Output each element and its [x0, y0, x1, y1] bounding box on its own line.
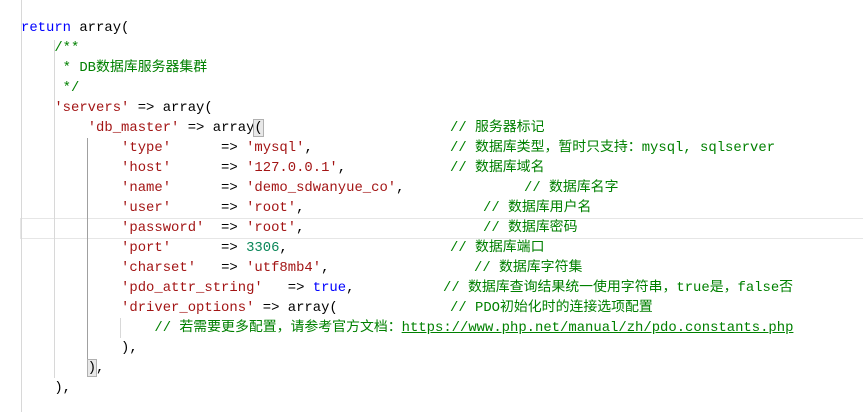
code-line[interactable]: */ [21, 78, 80, 98]
code-line[interactable]: // 若需要更多配置，请参考官方文档：https://www.php.net/m… [21, 318, 793, 338]
code-token: /** [21, 40, 80, 56]
inline-comment: // 数据库名字 [524, 180, 619, 196]
code-token: => [262, 280, 313, 296]
indent-guide [21, 0, 22, 412]
code-token: ), [21, 380, 72, 396]
code-token [21, 140, 121, 156]
code-token: 'mysql' [246, 140, 305, 156]
code-token: 'root' [246, 220, 297, 236]
code-token [21, 100, 54, 116]
code-token: , [321, 260, 330, 276]
current-line-highlight [20, 218, 863, 239]
code-token [21, 200, 121, 216]
code-token [21, 160, 121, 176]
code-token: , [304, 140, 313, 156]
code-token: 3306 [246, 240, 280, 256]
code-token: => [171, 140, 247, 156]
inline-comment: // 数据库域名 [450, 160, 545, 176]
inline-comment: // 数据库类型，暂时只支持：mysql, sqlserver [450, 140, 776, 156]
code-token: // 若需要更多配置，请参考官方文档： [21, 320, 402, 336]
code-token: => array( [129, 100, 213, 116]
code-line[interactable]: * DB数据库服务器集群 [21, 58, 207, 78]
code-token: ( [253, 119, 264, 137]
code-token: , [346, 280, 355, 296]
code-line[interactable]: 'db_master' => array( [21, 118, 264, 138]
code-token: , [96, 360, 105, 376]
code-token: => [171, 240, 247, 256]
code-token: => [171, 160, 247, 176]
code-token: 'host' [121, 160, 172, 176]
code-token: 'charset' [121, 260, 197, 276]
code-token: => array( [254, 300, 338, 316]
inline-comment: // 数据库用户名 [483, 200, 592, 216]
code-token: 'db_master' [87, 120, 180, 136]
code-token: , [296, 200, 305, 216]
code-token: , [396, 180, 405, 196]
code-token: true [312, 280, 347, 296]
indent-guide [120, 318, 121, 338]
code-token: => [171, 180, 247, 196]
inline-comment: // 数据库字符集 [474, 260, 583, 276]
code-token: => [196, 260, 247, 276]
code-line[interactable]: 'type' => 'mysql', [21, 138, 313, 158]
code-token [21, 120, 88, 136]
code-token: * DB数据库服务器集群 [21, 60, 208, 76]
code-token: , [337, 160, 347, 176]
code-token: , [296, 220, 305, 236]
code-token: 'pdo_attr_string' [121, 280, 263, 296]
code-line[interactable]: 'user' => 'root', [21, 198, 304, 218]
code-line[interactable]: 'host' => '127.0.0.1', [21, 158, 346, 178]
inline-comment: // 服务器标记 [450, 120, 545, 136]
code-token [21, 180, 121, 196]
code-token: ), [21, 340, 138, 356]
code-token: ) [86, 359, 98, 377]
code-token: 'demo_sdwanyue_co' [246, 180, 397, 196]
code-token: 'root' [246, 200, 297, 216]
code-token: 'utf8mb4' [246, 260, 322, 276]
code-line[interactable]: ), [21, 338, 138, 358]
indent-guide [54, 40, 55, 378]
code-token: 'port' [121, 240, 172, 256]
code-token: 'servers' [54, 100, 130, 116]
code-token [21, 360, 88, 376]
code-token: return [21, 20, 72, 36]
inline-comment: // PDO初始化时的连接选项配置 [450, 300, 653, 316]
inline-comment: // 数据库密码 [483, 220, 578, 236]
code-token: */ [21, 80, 80, 96]
code-token: 'password' [121, 220, 205, 236]
indent-guide [87, 138, 88, 360]
code-line[interactable]: 'port' => 3306, [21, 238, 288, 258]
code-token: => [204, 220, 247, 236]
code-line[interactable]: return array( [21, 18, 129, 38]
code-token: => [171, 200, 247, 216]
code-token [21, 240, 121, 256]
code-line[interactable]: ), [21, 378, 71, 398]
code-line[interactable]: 'pdo_attr_string' => true, [21, 278, 354, 298]
code-token: '127.0.0.1' [246, 160, 338, 176]
code-line[interactable]: 'password' => 'root', [21, 218, 304, 238]
code-token: array( [71, 20, 130, 36]
code-line[interactable]: 'name' => 'demo_sdwanyue_co', [21, 178, 404, 198]
code-line[interactable]: ), [21, 358, 104, 378]
inline-comment: // 数据库端口 [450, 240, 545, 256]
code-token [21, 280, 121, 296]
code-line[interactable]: 'servers' => array( [21, 98, 213, 118]
code-line[interactable]: 'charset' => 'utf8mb4', [21, 258, 329, 278]
code-token: , [279, 240, 288, 256]
code-token: 'name' [121, 180, 172, 196]
code-line[interactable]: /** [21, 38, 79, 58]
code-token [21, 260, 121, 276]
code-token: 'driver_options' [121, 300, 255, 316]
code-token: => array [179, 120, 255, 136]
code-token [21, 300, 121, 316]
doc-link[interactable]: https://www.php.net/manual/zh/pdo.consta… [401, 320, 794, 336]
code-token: 'type' [121, 140, 172, 156]
code-token: 'user' [121, 200, 172, 216]
inline-comment: // 数据库查询结果统一使用字符串，true是，false否 [443, 280, 794, 296]
code-token [21, 220, 121, 236]
code-line[interactable]: 'driver_options' => array( [21, 298, 338, 318]
